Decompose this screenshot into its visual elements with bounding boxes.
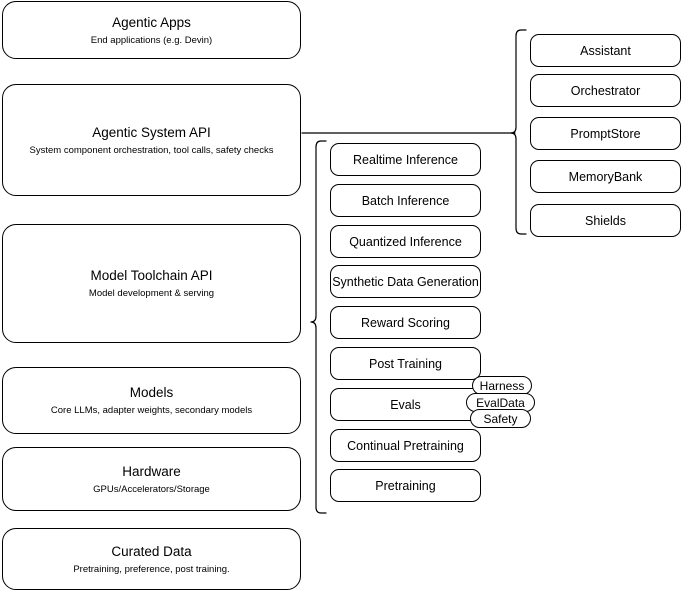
component-shields[interactable]: Shields — [530, 204, 681, 237]
brace-model-toolchain — [310, 140, 327, 514]
evals-badge-label: EvalData — [476, 395, 525, 410]
component-realtime-inference[interactable]: Realtime Inference — [330, 143, 481, 176]
component-pretraining[interactable]: Pretraining — [330, 469, 481, 502]
component-label: PromptStore — [570, 126, 641, 141]
component-label: Evals — [390, 397, 421, 412]
component-batch-inference[interactable]: Batch Inference — [330, 184, 481, 217]
layer-subtitle: GPUs/Accelerators/Storage — [93, 483, 210, 495]
layer-title: Models — [129, 385, 174, 400]
layer-title: Agentic System API — [92, 124, 211, 140]
component-label: Shields — [585, 213, 626, 228]
component-reward-scoring[interactable]: Reward Scoring — [330, 306, 481, 339]
layer-curated-data[interactable]: Curated Data Pretraining, preference, po… — [2, 528, 301, 590]
component-label: Quantized Inference — [349, 234, 462, 249]
evals-badge-label: Safety — [483, 411, 518, 426]
component-label: Reward Scoring — [361, 315, 450, 330]
component-synthetic-data-generation[interactable]: Synthetic Data Generation — [330, 265, 481, 298]
component-label: Realtime Inference — [353, 152, 458, 167]
layer-subtitle: System component orchestration, tool cal… — [29, 144, 274, 156]
layer-subtitle: End applications (e.g. Devin) — [90, 34, 213, 46]
component-memorybank[interactable]: MemoryBank — [530, 160, 681, 193]
layer-model-toolchain-api[interactable]: Model Toolchain API Model development & … — [2, 224, 301, 343]
component-assistant[interactable]: Assistant — [530, 34, 681, 67]
component-label: Synthetic Data Generation — [332, 274, 479, 289]
component-label: Pretraining — [375, 478, 436, 493]
component-post-training[interactable]: Post Training — [330, 347, 481, 380]
layer-title: Curated Data — [111, 543, 192, 559]
component-promptstore[interactable]: PromptStore — [530, 117, 681, 150]
component-label: Batch Inference — [361, 193, 450, 208]
layer-subtitle: Model development & serving — [88, 288, 215, 299]
layer-subtitle: Pretraining, preference, post training. — [73, 563, 230, 575]
layer-title: Agentic Apps — [112, 14, 191, 30]
brace-agentic-system — [510, 29, 527, 235]
layer-agentic-system-api[interactable]: Agentic System API System component orch… — [2, 84, 301, 196]
layer-models[interactable]: Models Core LLMs, adapter weights, secon… — [2, 367, 301, 434]
component-evals[interactable]: Evals — [330, 388, 481, 421]
layer-subtitle: Core LLMs, adapter weights, secondary mo… — [50, 405, 253, 416]
evals-badge-safety[interactable]: Safety — [470, 409, 531, 428]
layer-title: Model Toolchain API — [90, 268, 213, 283]
component-label: Continual Pretraining — [347, 438, 464, 453]
component-label: Post Training — [369, 356, 442, 371]
layer-agentic-apps[interactable]: Agentic Apps End applications (e.g. Devi… — [2, 1, 301, 59]
component-label: MemoryBank — [568, 169, 643, 184]
component-label: Assistant — [580, 43, 631, 58]
component-quantized-inference[interactable]: Quantized Inference — [330, 225, 481, 258]
component-label: Orchestrator — [570, 83, 641, 98]
component-orchestrator[interactable]: Orchestrator — [530, 74, 681, 107]
layer-title: Hardware — [122, 463, 181, 479]
layer-hardware[interactable]: Hardware GPUs/Accelerators/Storage — [2, 447, 301, 511]
component-continual-pretraining[interactable]: Continual Pretraining — [330, 429, 481, 462]
evals-badge-label: Harness — [479, 378, 525, 393]
